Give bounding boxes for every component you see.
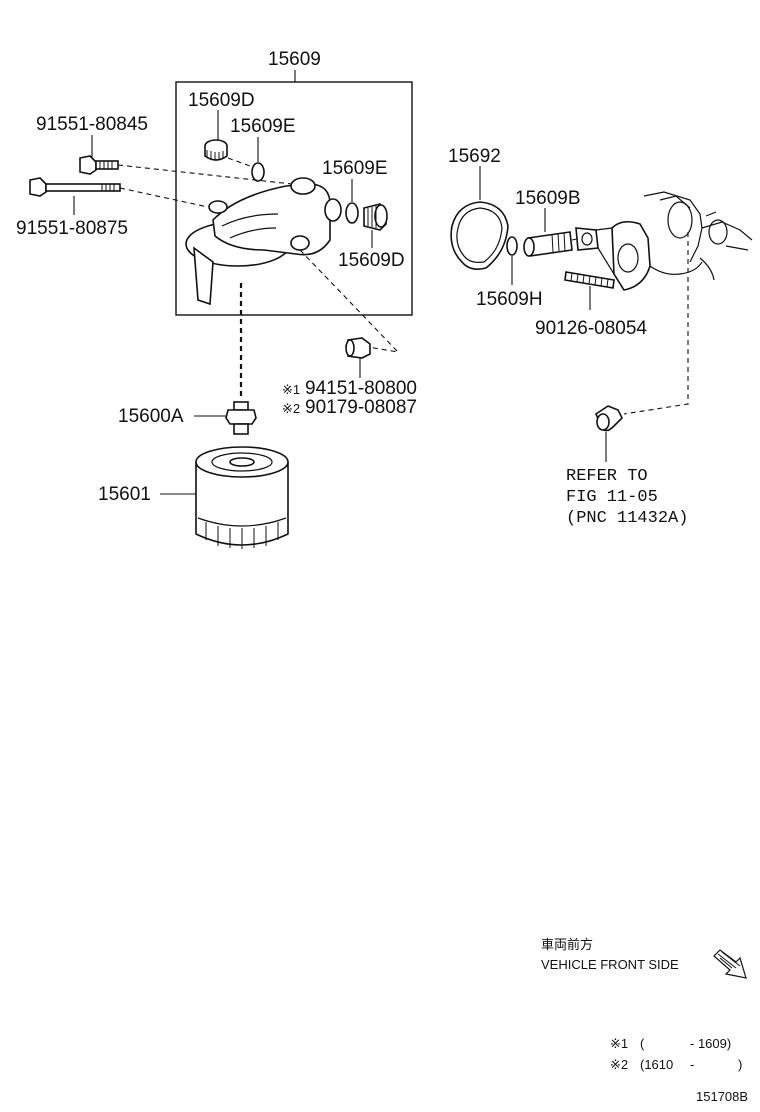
plug-15609d-left[interactable] xyxy=(204,139,228,161)
refer-line-3[interactable]: (PNC 11432A) xyxy=(566,509,688,528)
union-15600a[interactable] xyxy=(225,401,257,435)
note1-mark: ※1 xyxy=(282,382,300,397)
vehicle-front-arrow-icon xyxy=(713,949,747,979)
label-filter-15601[interactable]: 15601 xyxy=(98,484,151,505)
oil-filter-bracket[interactable] xyxy=(185,177,342,306)
figure-id: 151708B xyxy=(696,1089,748,1104)
footnote-2-range: - xyxy=(690,1057,694,1072)
label-bolt-91551-80845[interactable]: 91551-80845 xyxy=(36,114,148,135)
label-plug-15609d-right[interactable]: 15609D xyxy=(338,250,405,271)
label-note1-94151-80800[interactable]: 94151-80800 xyxy=(305,378,417,399)
footnote-2-close: ) xyxy=(738,1057,742,1072)
plug-15609d-right[interactable] xyxy=(363,203,388,231)
footnote-2-open: (1610 xyxy=(640,1057,673,1072)
note2-mark: ※2 xyxy=(282,401,300,416)
engine-block xyxy=(575,191,753,291)
bolt-91551-80875[interactable] xyxy=(29,177,121,197)
union-refer-fitting[interactable] xyxy=(595,405,623,432)
label-gasket-15692[interactable]: 15692 xyxy=(448,146,501,167)
footnote-1-mark: ※1 xyxy=(610,1036,628,1051)
plug-94151-90179[interactable] xyxy=(345,337,371,359)
gasket-15692[interactable] xyxy=(450,201,509,270)
label-plug-15609d-left[interactable]: 15609D xyxy=(188,90,255,111)
oring-15609h[interactable] xyxy=(506,236,518,256)
label-stud-90126-08054[interactable]: 90126-08054 xyxy=(535,318,647,339)
bolt-91551-80845[interactable] xyxy=(79,155,119,175)
label-oring-15609e-right[interactable]: 15609E xyxy=(322,158,388,179)
label-union-15600a[interactable]: 15600A xyxy=(118,406,184,427)
vehicle-front-en: VEHICLE FRONT SIDE xyxy=(541,957,679,972)
oring-15609e-left[interactable] xyxy=(251,162,265,182)
refer-line-1[interactable]: REFER TO xyxy=(566,467,648,486)
footnote-1-open: ( xyxy=(640,1036,645,1051)
vehicle-front-jp: 車両前方 xyxy=(541,937,593,952)
assembly-box xyxy=(175,81,413,316)
label-assembly-15609[interactable]: 15609 xyxy=(268,49,321,70)
label-bolt-91551-80875[interactable]: 91551-80875 xyxy=(16,218,128,239)
label-oring-15609e-left[interactable]: 15609E xyxy=(230,116,296,137)
footnote-2-mark: ※2 xyxy=(610,1057,628,1072)
refer-line-2[interactable]: FIG 11-05 xyxy=(566,488,658,507)
label-pipe-15609b[interactable]: 15609B xyxy=(515,188,581,209)
label-note2-90179-08087[interactable]: 90179-08087 xyxy=(305,397,417,418)
pipe-15609b[interactable] xyxy=(523,231,573,257)
label-oring-15609h[interactable]: 15609H xyxy=(476,289,543,310)
oring-15609e-right[interactable] xyxy=(345,202,359,224)
oil-filter-15601[interactable] xyxy=(195,446,289,549)
footnote-1-range: - 1609) xyxy=(690,1036,731,1051)
stud-90126-08054[interactable] xyxy=(564,271,615,289)
